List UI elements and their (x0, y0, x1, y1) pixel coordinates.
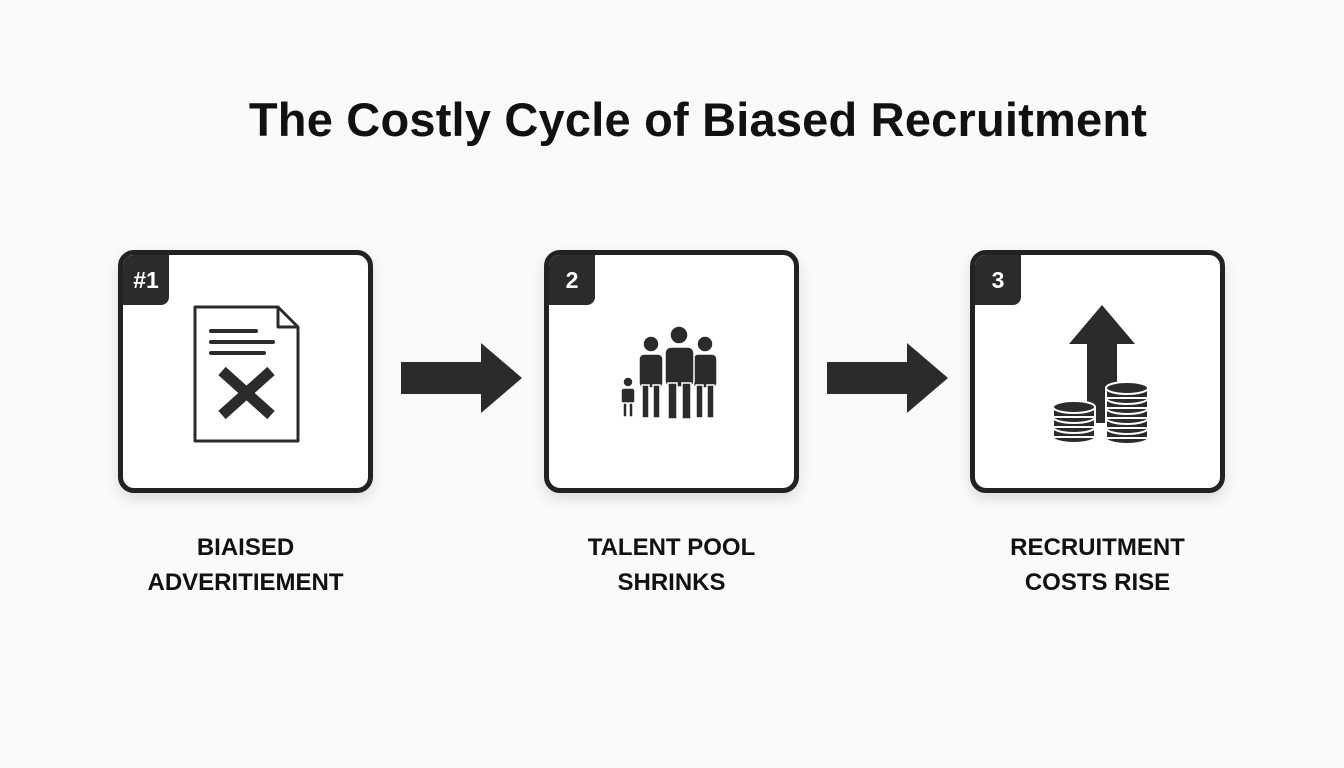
step-1: #1 BIAISED ADVERITIEMENT (118, 250, 373, 596)
step-1-badge: #1 (123, 255, 169, 305)
step-2: 2 (544, 250, 799, 596)
arrow-right-icon (401, 343, 522, 413)
step-3-badge: 3 (975, 255, 1021, 305)
coins-up-arrow-icon (1052, 305, 1149, 445)
step-2-card: 2 (544, 250, 799, 493)
diagram-title: The Costly Cycle of Biased Recruitment (248, 93, 1148, 146)
step-1-card: #1 (118, 250, 373, 493)
step-2-badge: 2 (549, 255, 595, 305)
step-3: 3 (970, 250, 1225, 596)
step-1-label: BIAISED ADVERITIEMENT (147, 534, 344, 596)
step-2-label: TALENT POOL SHRINKS (587, 534, 756, 596)
people-group-icon (620, 325, 718, 420)
step-3-card: 3 (970, 250, 1225, 493)
arrow-right-icon (827, 343, 948, 413)
document-cross-icon (193, 305, 300, 443)
step-3-label: RECRUITMENT COSTS RISE (1010, 534, 1185, 596)
